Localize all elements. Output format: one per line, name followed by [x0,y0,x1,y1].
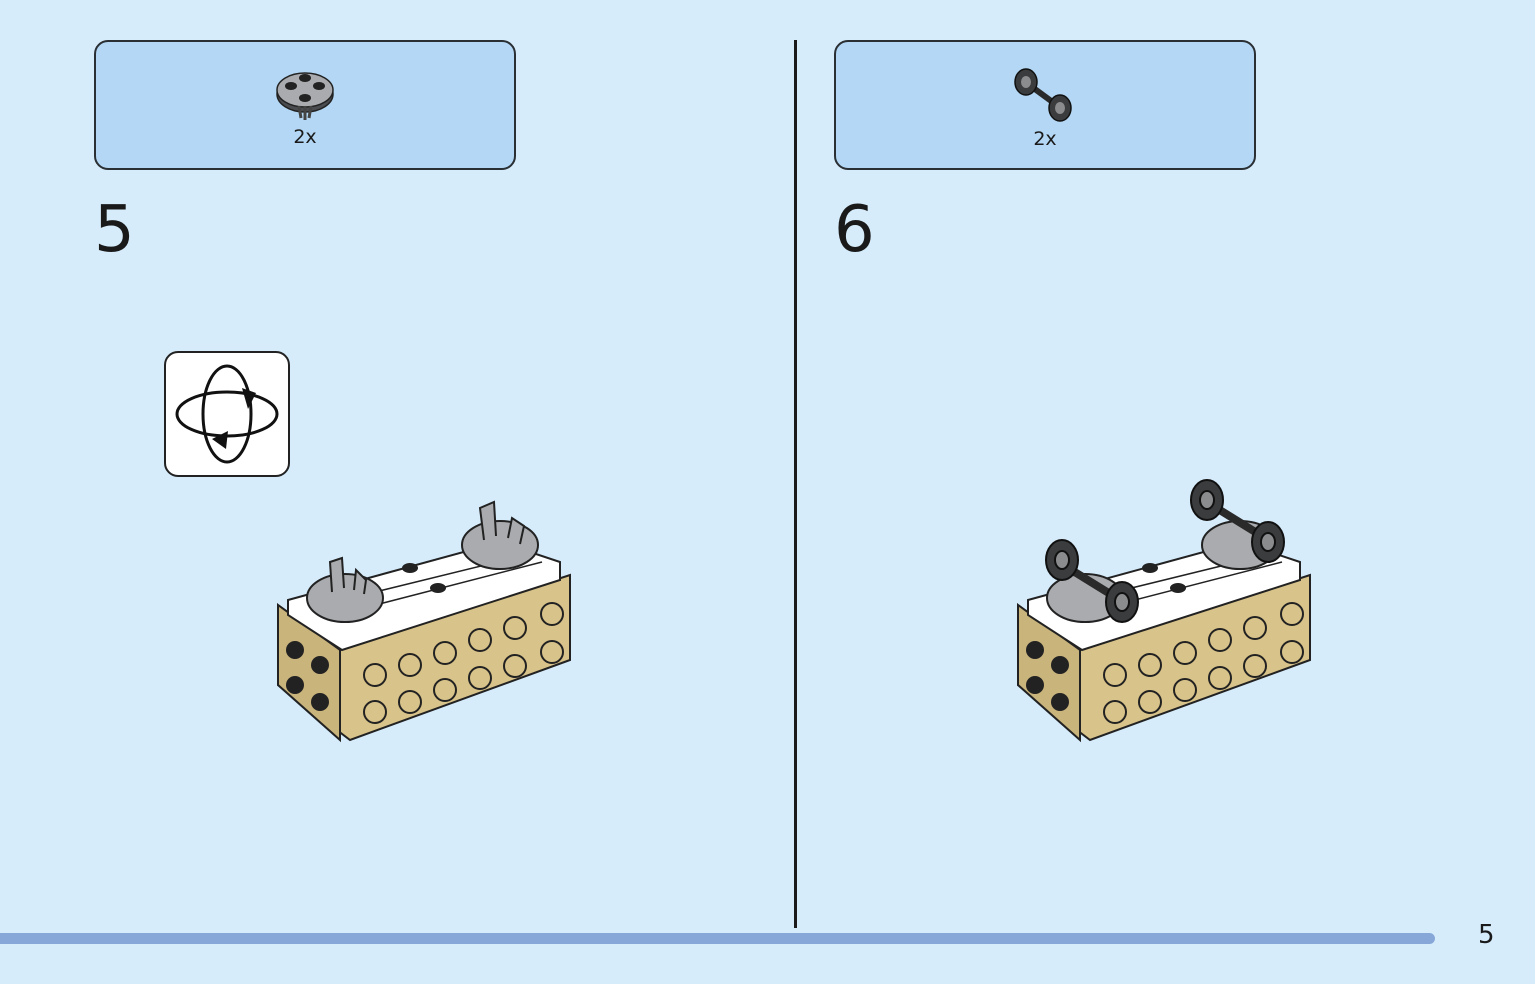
step-divider [794,40,797,928]
rotate-model-icon [175,364,279,464]
step-6-parts-box: 2x [834,40,1256,170]
step-6-build-illustration [1017,479,1311,743]
step-5-parts-box: 2x [94,40,516,170]
step-5-build-illustration [277,500,571,743]
page-footer-bar [0,933,1435,944]
step-6-parts-quantity: 2x [1033,128,1057,150]
round-plate-with-clip-icon [276,72,334,120]
rotate-model-callout [164,351,290,477]
step-number-5: 5 [94,193,135,267]
page-number: 5 [1478,920,1495,950]
step-number-6: 6 [834,193,875,267]
wheel-axle-icon [1014,68,1072,122]
step-5-parts-quantity: 2x [293,126,317,148]
